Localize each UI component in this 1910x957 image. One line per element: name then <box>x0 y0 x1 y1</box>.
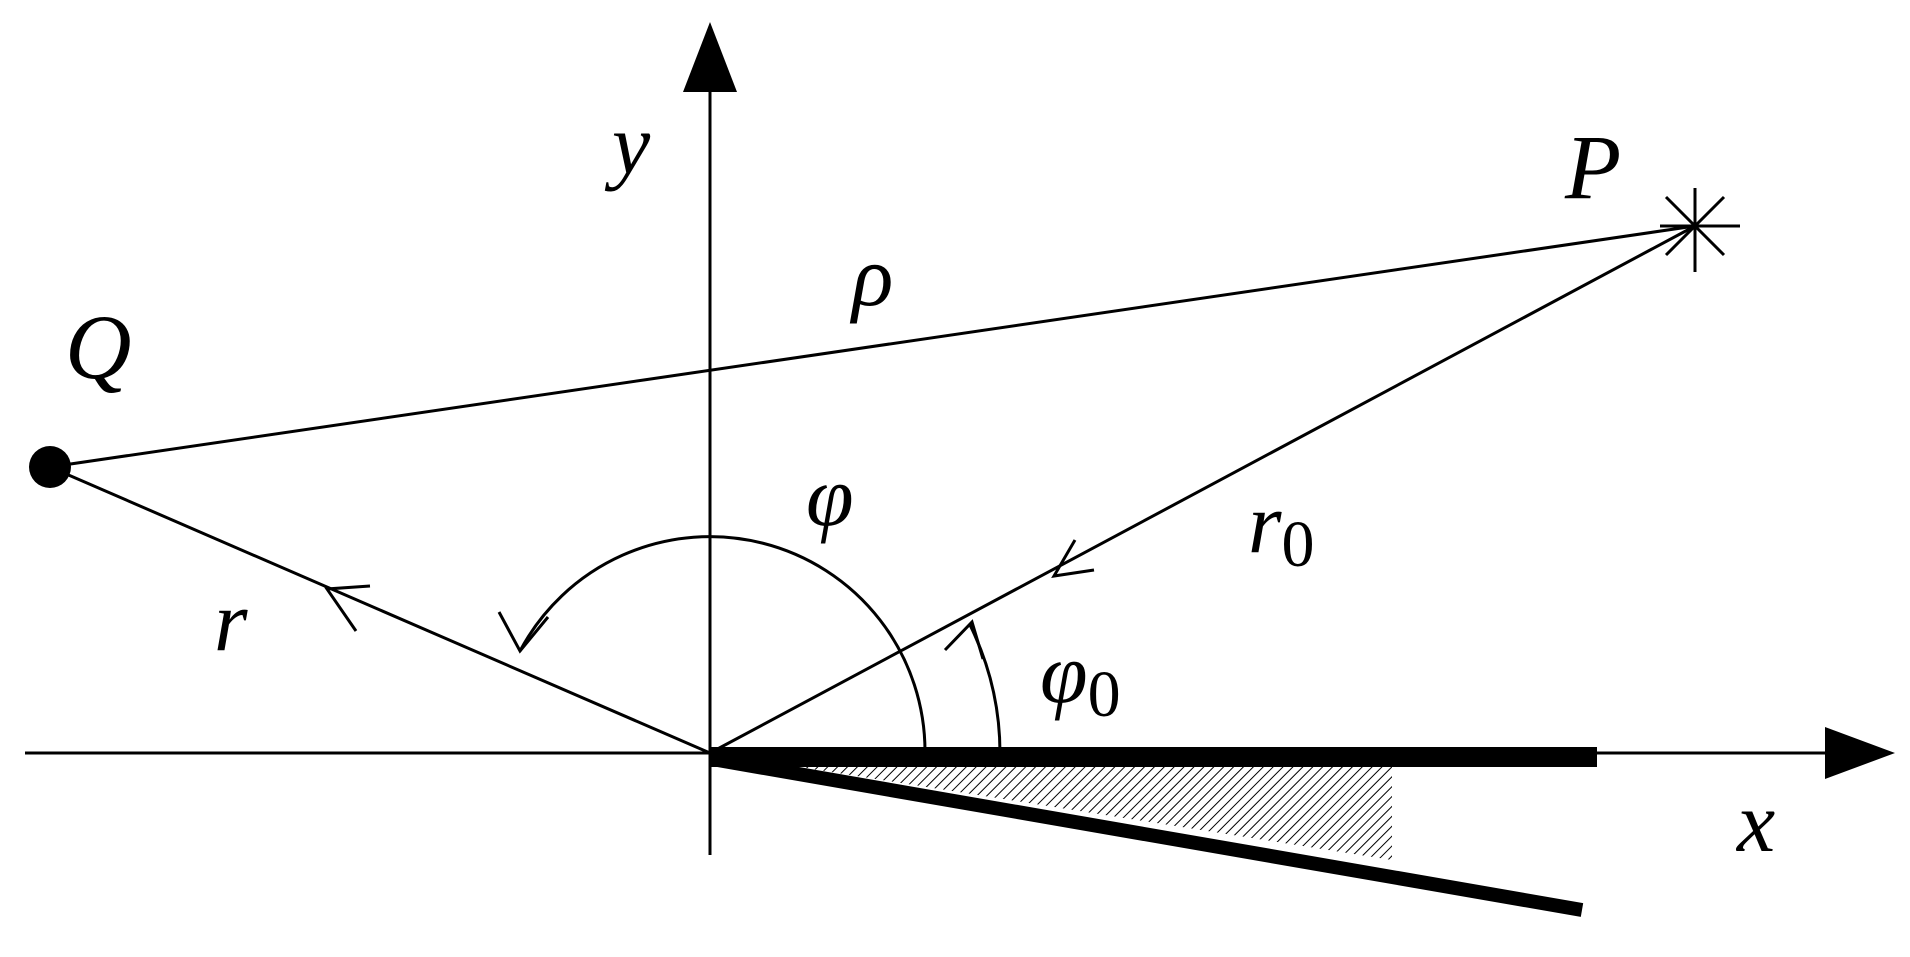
phi0-angle-arc <box>968 624 1002 754</box>
point-p-star <box>1660 188 1740 272</box>
point-q-dot <box>29 446 71 488</box>
label-y-axis: y <box>604 96 651 192</box>
label-point-q: Q <box>65 296 131 398</box>
rho-segment <box>49 224 1696 469</box>
wedge-bottom-face <box>710 752 1584 917</box>
y-axis-arrowhead <box>683 22 737 92</box>
screen-wedge <box>710 747 1597 917</box>
x-axis-arrowhead <box>1825 727 1895 779</box>
label-rho: ρ <box>849 228 893 324</box>
label-x-axis: x <box>1735 774 1775 870</box>
phi0-arc-arrowhead <box>943 619 985 660</box>
label-point-p: P <box>1564 116 1621 218</box>
wedge-hatched-area <box>710 753 1392 860</box>
label-r0: r0 <box>1248 475 1314 581</box>
label-r: r <box>214 573 248 669</box>
r-segment <box>49 465 711 755</box>
r-direction-arrow <box>324 584 371 632</box>
label-phi0-subscript: 0 <box>1088 658 1121 731</box>
label-phi0-base: φ <box>1040 625 1088 721</box>
phi-angle-arc <box>518 535 927 754</box>
phi-arc-arrowhead <box>497 611 550 654</box>
r0-direction-arrow <box>1051 539 1095 578</box>
label-phi0: φ0 <box>1040 625 1121 731</box>
label-r0-subscript: 0 <box>1281 508 1314 581</box>
r0-segment <box>709 224 1696 755</box>
label-r0-base: r <box>1248 475 1282 571</box>
label-phi: φ <box>806 448 854 544</box>
